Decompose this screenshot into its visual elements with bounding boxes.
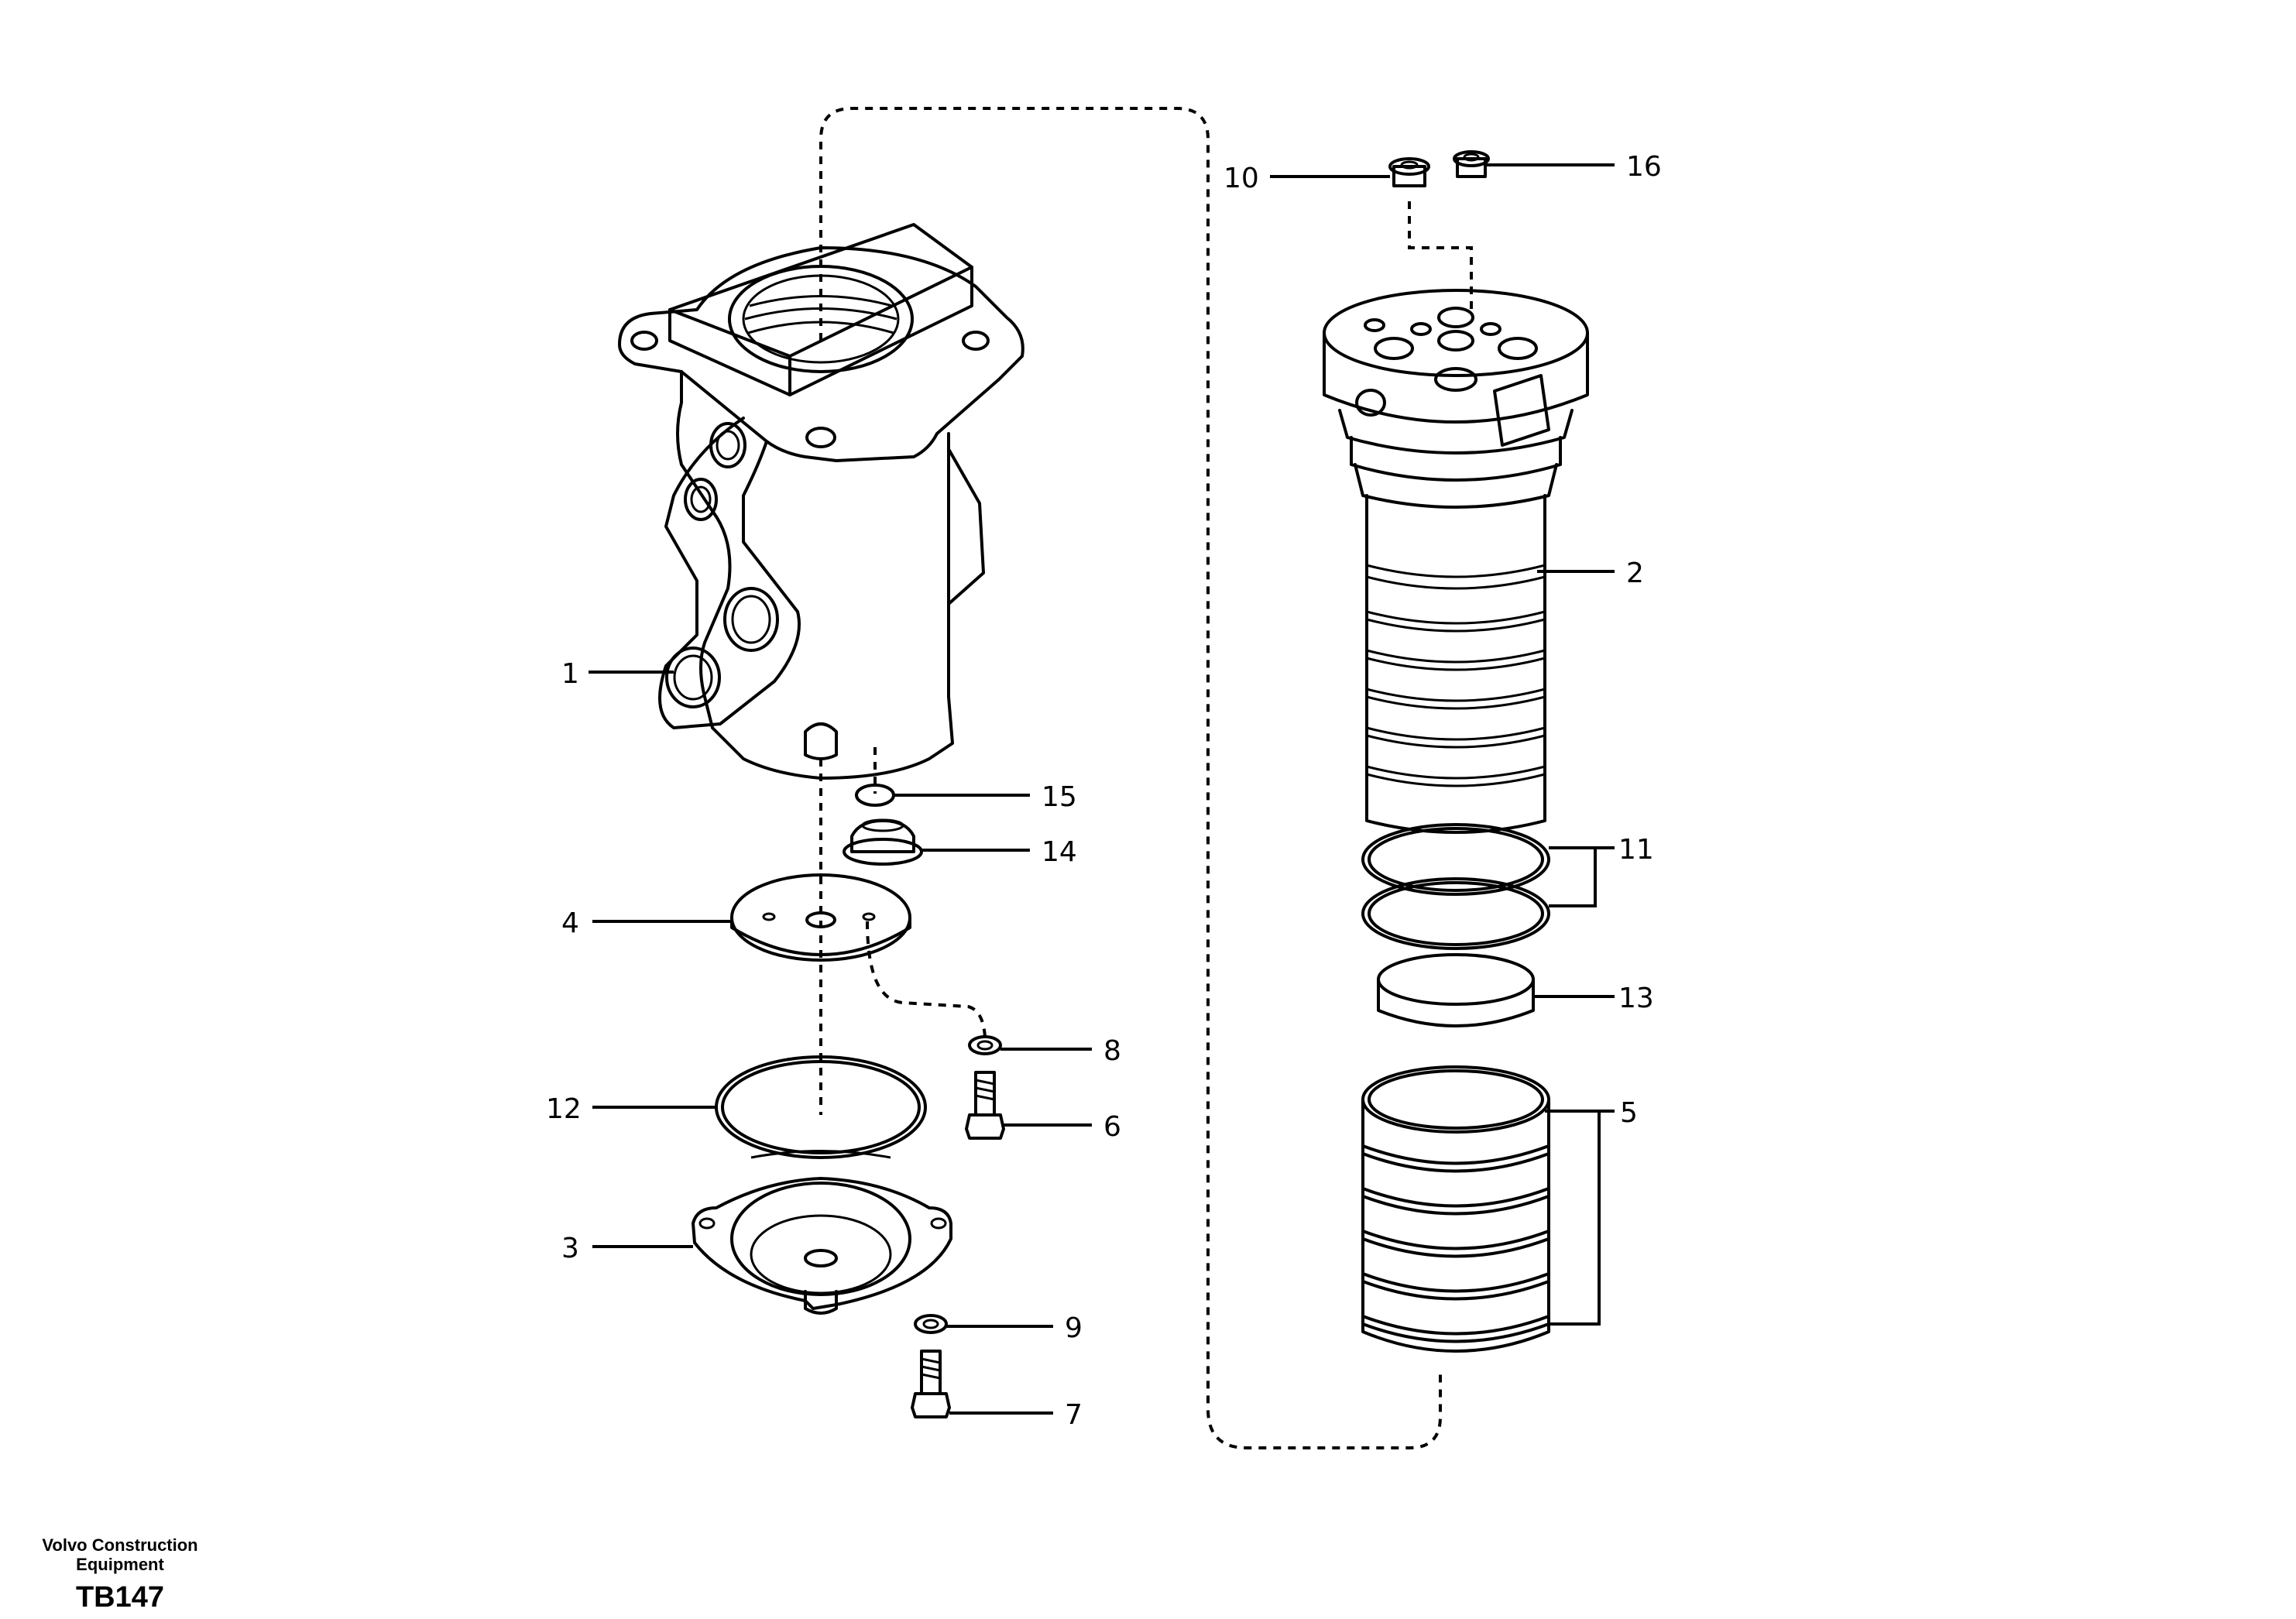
- o-ring-part-15: [855, 784, 895, 807]
- washer-part-8: [968, 1035, 1002, 1055]
- seal-stack-part-5: [1361, 1065, 1550, 1353]
- callout-6: 6: [1103, 1111, 1121, 1143]
- callout-labels: 1 2 3 4 5 6 7 8 9 10 11 12 13 14 15 16: [546, 151, 1662, 1431]
- cover-part-3: [692, 1150, 952, 1315]
- callout-13: 13: [1618, 983, 1654, 1014]
- callout-8: 8: [1103, 1035, 1121, 1067]
- callout-3: 3: [561, 1233, 579, 1264]
- callout-16: 16: [1626, 151, 1662, 183]
- plug-part-14: [843, 818, 923, 866]
- ring-part-13: [1377, 953, 1535, 1027]
- callout-10: 10: [1224, 163, 1259, 194]
- rotor-part-2: [1323, 289, 1589, 834]
- o-rings-part-11: [1361, 823, 1550, 950]
- callout-7: 7: [1065, 1399, 1083, 1431]
- footer-block: Volvo Construction Equipment TB147: [42, 1535, 197, 1614]
- plug-part-10: [1388, 157, 1430, 187]
- bolt-part-7: [911, 1350, 951, 1418]
- washer-part-9: [914, 1314, 948, 1334]
- callout-9: 9: [1065, 1312, 1083, 1344]
- callout-12: 12: [546, 1093, 582, 1125]
- callout-14: 14: [1042, 836, 1077, 868]
- plug-axis-path: [1408, 201, 1473, 310]
- callout-1: 1: [561, 658, 579, 690]
- swivel-housing-part-1: [618, 223, 1024, 780]
- assembly-dashed-path: [819, 107, 1442, 1449]
- leader-lines: [589, 163, 1615, 1415]
- callout-11: 11: [1618, 834, 1654, 866]
- drawing-code: TB147: [76, 1581, 164, 1614]
- bolt-part-6: [965, 1071, 1005, 1140]
- plate-part-4: [730, 873, 911, 962]
- callout-4: 4: [561, 907, 579, 939]
- callout-15: 15: [1042, 781, 1077, 813]
- plug-part-16: [1453, 150, 1490, 178]
- callout-2: 2: [1626, 557, 1644, 589]
- company-name-line1: Volvo Construction: [42, 1535, 197, 1555]
- company-name-line2: Equipment: [76, 1555, 164, 1574]
- callout-5: 5: [1620, 1097, 1638, 1129]
- bolt-axis-path: [866, 921, 987, 1038]
